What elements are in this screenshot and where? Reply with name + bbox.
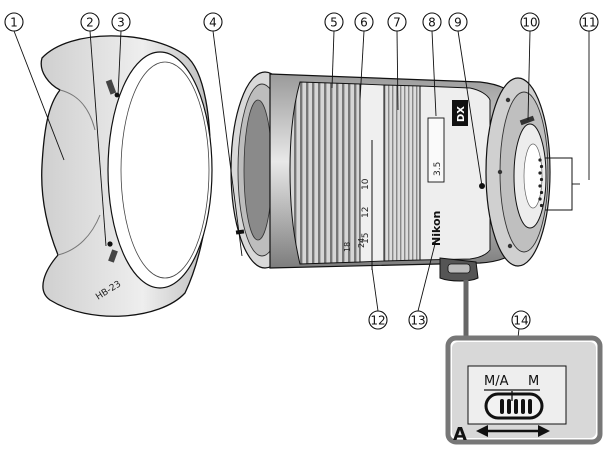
callout-8: 8	[422, 12, 442, 32]
callout-circle	[448, 12, 468, 32]
callout-4: 4	[203, 12, 223, 32]
cpu-contact	[538, 171, 542, 175]
callout-circle	[520, 12, 540, 32]
callout-circle	[422, 12, 442, 32]
focal-mark-18: 18	[343, 242, 352, 252]
leader-line	[527, 30, 531, 121]
inset-label: A	[453, 424, 467, 445]
cpu-contact	[539, 203, 544, 208]
callout-circle	[408, 310, 428, 330]
callout-number: 7	[393, 15, 401, 29]
callout-circle	[387, 12, 407, 32]
cpu-contact	[538, 158, 542, 162]
cpu-contacts	[538, 158, 544, 208]
cpu-contact	[538, 184, 542, 188]
callout-11: 11	[579, 12, 599, 32]
leader-line	[331, 30, 335, 89]
callout-number: 8	[428, 15, 436, 29]
leader-line	[212, 30, 243, 257]
callout-circle	[354, 12, 374, 32]
cpu-contact	[539, 177, 544, 182]
focal-length-marks: 10 12 15 18 24	[343, 178, 371, 252]
callout-circle	[111, 12, 131, 32]
focal-mark-10: 10	[361, 178, 371, 190]
callout-number: 5	[330, 15, 338, 29]
aperture-text: 3.5	[433, 162, 443, 176]
aperture-lever	[519, 115, 535, 126]
inset-panel: M/A M A	[445, 280, 603, 445]
leader-line	[431, 30, 437, 117]
cpu-contact	[539, 190, 544, 195]
callout-circle	[80, 12, 100, 32]
zoom-ring[interactable]	[289, 81, 361, 265]
callout-12: 12	[368, 310, 388, 330]
focus-mode-switch-detail[interactable]	[484, 392, 544, 420]
callout-3: 3	[111, 12, 131, 32]
callout-5: 5	[324, 12, 344, 32]
lens-body: 10 12 15 18 24 3.5 Nikon DX	[230, 71, 551, 282]
callout-number: 13	[410, 313, 425, 327]
leader-line	[359, 30, 365, 101]
dx-badge: DX	[452, 100, 468, 126]
leader-line	[396, 30, 399, 111]
focal-mark-15: 15	[361, 233, 371, 244]
double-arrow-icon	[476, 425, 550, 437]
leader-line	[457, 30, 483, 187]
callout-2: 2	[80, 12, 100, 32]
callout-number: 11	[581, 15, 596, 29]
leader-line	[89, 30, 107, 247]
callout-circle	[368, 310, 388, 330]
leader-line	[117, 30, 122, 97]
hood-opening	[107, 51, 213, 289]
leader-line	[417, 239, 437, 312]
callout-circle	[324, 12, 344, 32]
cpu-contact	[539, 164, 544, 169]
callout-number: 3	[117, 15, 125, 29]
lens-hood: HB-23	[40, 35, 213, 317]
callout-circle	[579, 12, 599, 32]
hood-mounting-index	[107, 241, 113, 247]
callout-number: 14	[513, 313, 528, 327]
callout-number: 1	[10, 15, 18, 29]
callout-number: 12	[370, 313, 385, 327]
focus-ring[interactable]	[383, 84, 421, 262]
brand-text: Nikon	[430, 211, 443, 246]
callout-9: 9	[448, 12, 468, 32]
callout-14: 14	[511, 310, 531, 330]
callout-circle	[203, 12, 223, 32]
callout-number: 2	[86, 15, 94, 29]
focal-mark-12: 12	[361, 207, 371, 218]
callout-13: 13	[408, 310, 428, 330]
focal-mark-24: 24	[357, 238, 366, 248]
hood-alignment-mark	[114, 92, 120, 98]
callout-number: 9	[454, 15, 462, 29]
cpu-contact	[538, 197, 542, 201]
mode-label-ma: M/A	[484, 374, 509, 389]
callout-circle	[511, 310, 531, 330]
callout-1: 1	[4, 12, 24, 32]
callout-6: 6	[354, 12, 374, 32]
callout-7: 7	[387, 12, 407, 32]
callout-number: 6	[360, 15, 368, 29]
focus-mode-switch[interactable]	[439, 257, 479, 282]
svg-text:DX: DX	[456, 106, 467, 122]
leader-line	[13, 30, 65, 161]
leader-line	[371, 267, 379, 312]
callout-number: 4	[209, 15, 217, 29]
callout-number: 10	[522, 15, 537, 29]
focus-distance-window	[427, 117, 445, 183]
callout-10: 10	[520, 12, 540, 32]
callout-circle	[4, 12, 24, 32]
mode-label-m: M	[528, 374, 539, 389]
